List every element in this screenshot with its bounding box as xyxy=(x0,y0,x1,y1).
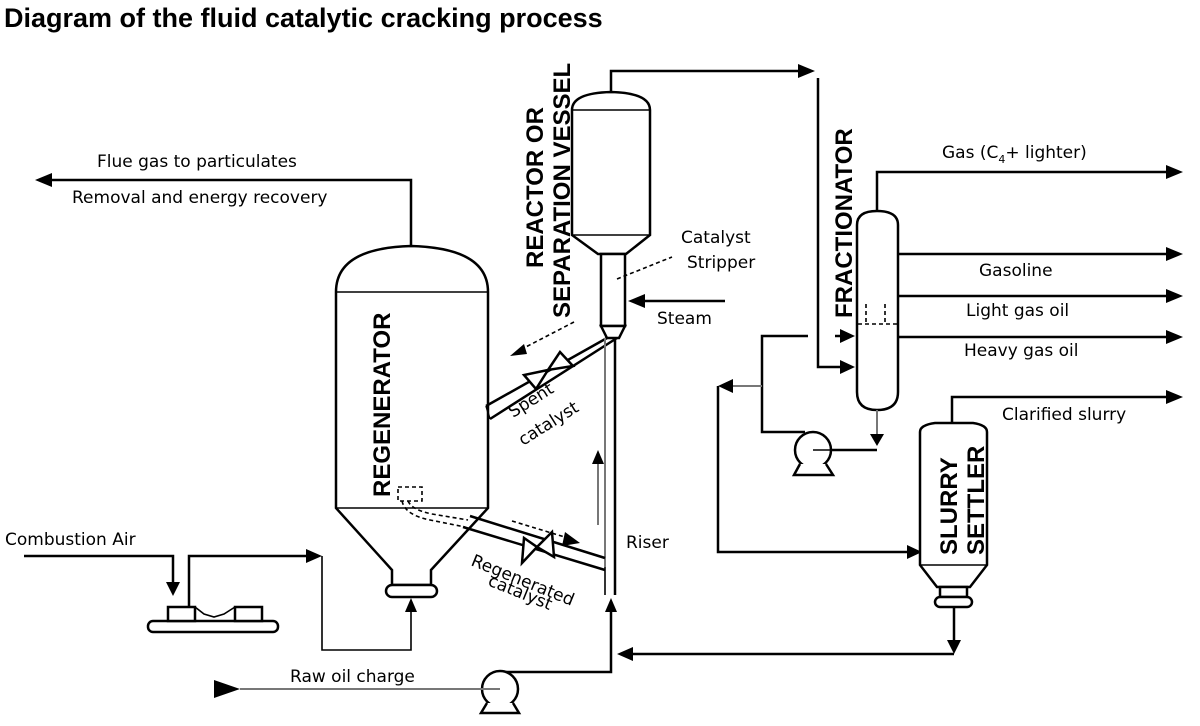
slurry-feed-arrow-icon xyxy=(907,545,922,559)
slurry-recycle-arrow-icon xyxy=(617,647,633,661)
steam-label: Steam xyxy=(657,309,712,329)
gasoline-arrow-icon xyxy=(1166,247,1183,261)
regenerated-catalyst-standpipe xyxy=(401,500,606,572)
heavy-gas-oil-arrow-icon xyxy=(1166,330,1183,344)
light-gas-oil-arrow-icon xyxy=(1166,289,1183,303)
regenerated-catalyst-valve-icon xyxy=(520,535,539,567)
heavy-gas-oil-label: Heavy gas oil xyxy=(964,341,1079,361)
light-gas-oil-label: Light gas oil xyxy=(966,301,1069,321)
light-gas-oil-product-line xyxy=(898,289,1183,303)
flue-gas-label-2: Removal and energy recovery xyxy=(72,188,328,208)
spent-catalyst-standpipe xyxy=(485,321,618,421)
clarified-slurry-arrow-icon xyxy=(1166,390,1183,404)
spent-catalyst-valve-icon xyxy=(521,368,551,392)
gas-label-subscript: 4 xyxy=(998,153,1005,166)
bottoms-arrow-icon xyxy=(870,434,884,446)
gas-label-prefix: Gas (C xyxy=(942,143,998,163)
riser-label: Riser xyxy=(626,533,669,553)
catalyst-stripper-label-1: Catalyst xyxy=(681,228,751,248)
fractionator-feed-arrow-icon xyxy=(840,360,855,374)
flue-gas-arrow-icon xyxy=(35,173,52,187)
slurry-settler-label-2: SETTLER xyxy=(963,446,990,555)
regenerator-vessel xyxy=(334,244,490,599)
catalyst-stripper-label-2: Stripper xyxy=(687,253,755,273)
heavy-gas-oil-product-line xyxy=(898,330,1183,344)
gas-arrow-icon xyxy=(1166,165,1183,179)
slurry-down-arrow-icon xyxy=(947,640,961,654)
flue-gas-line xyxy=(35,173,413,245)
combustion-air-arrow-icon xyxy=(166,582,180,596)
fractionator-column xyxy=(855,209,900,412)
riser-flow-arrow-icon xyxy=(592,450,604,464)
pumparound-line xyxy=(716,329,922,559)
combustion-air-label: Combustion Air xyxy=(5,530,136,550)
riser-feed-arrow-icon xyxy=(605,598,617,612)
slurry-settler-vessel xyxy=(918,421,989,609)
combustion-air-line xyxy=(24,549,417,651)
bottoms-pump xyxy=(791,430,836,477)
gas-product-line xyxy=(875,165,1183,211)
slurry-recycle-line xyxy=(617,607,961,661)
flue-gas-label-1: Flue gas to particulates xyxy=(97,152,297,172)
fractionator-label: FRACTIONATOR xyxy=(831,128,858,318)
regenerator-label: REGENERATOR xyxy=(369,313,396,497)
slurry-settler-label-1: SLURRY xyxy=(936,457,963,555)
air-inlet-arrow-icon xyxy=(405,598,417,612)
pumparound-return-arrow-icon xyxy=(840,329,855,343)
reactor-vessel xyxy=(570,90,652,340)
gasoline-label: Gasoline xyxy=(979,261,1053,281)
air-to-regenerator-arrow-icon xyxy=(306,549,322,563)
gas-product-label: Gas (C4+ lighter) xyxy=(942,143,1087,166)
reactor-label-1: REACTOR OR xyxy=(522,107,549,268)
diagram-title: Diagram of the fluid catalytic cracking … xyxy=(4,3,603,33)
raw-oil-pump xyxy=(478,669,522,715)
clarified-slurry-label: Clarified slurry xyxy=(1002,405,1126,425)
spent-catalyst-flow-arrow-icon xyxy=(510,344,527,356)
reactor-overhead-line xyxy=(609,64,855,374)
catalyst-stripper-pointer xyxy=(616,256,673,280)
reactor-label-2: SEPARATION VESSEL xyxy=(549,63,576,318)
gas-label-suffix: + lighter) xyxy=(1005,143,1086,163)
reactor-overhead-arrow-icon xyxy=(798,64,815,78)
gasoline-product-line xyxy=(898,247,1183,261)
clarified-slurry-line xyxy=(950,390,1183,423)
recycle-arrow-icon xyxy=(718,379,733,393)
air-blower xyxy=(146,605,280,634)
regenerated-catalyst-flow-arrow-icon xyxy=(562,532,580,546)
raw-oil-line xyxy=(214,598,617,698)
riser-pipe xyxy=(592,338,617,595)
raw-oil-charge-label: Raw oil charge xyxy=(290,667,415,687)
steam-arrow-icon xyxy=(628,294,645,308)
raw-oil-inlet-arrow-icon xyxy=(214,680,240,698)
